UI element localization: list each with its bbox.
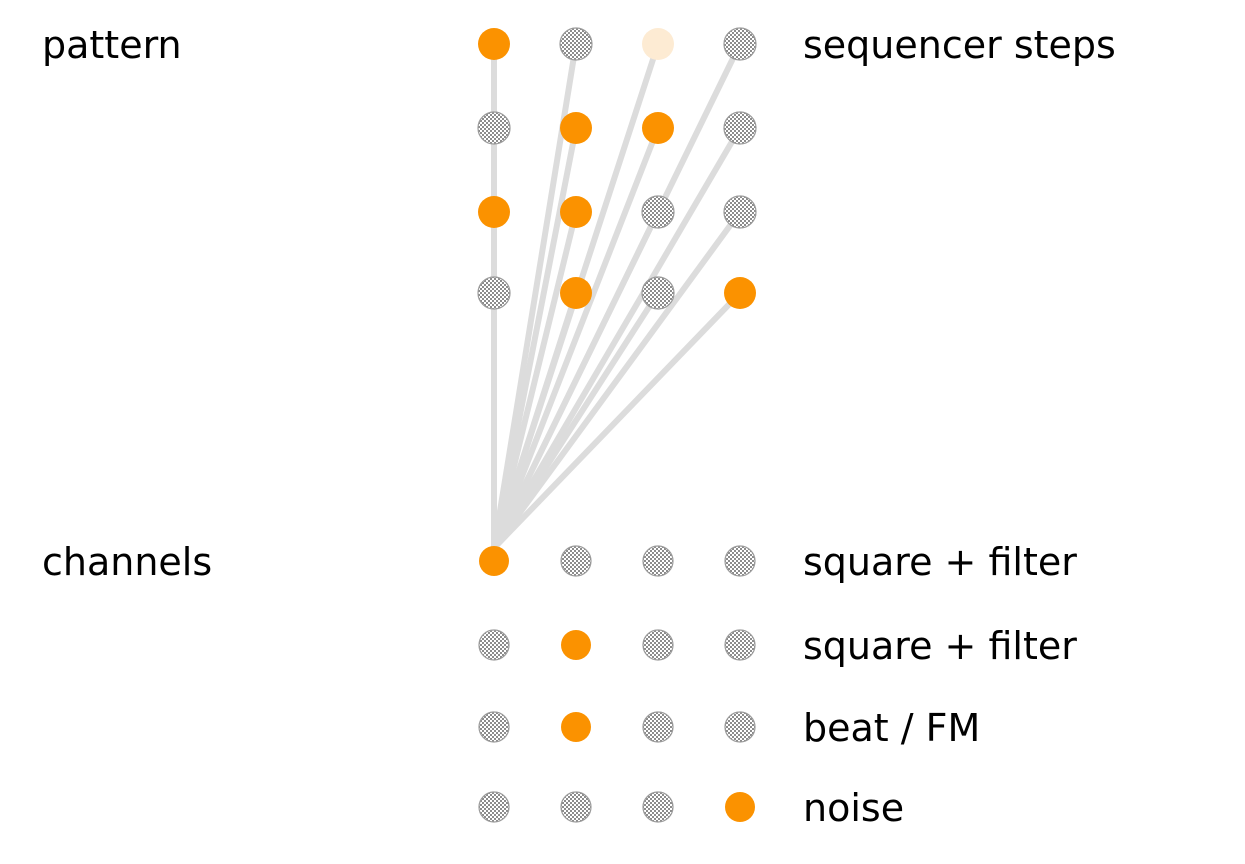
pattern-step-r3-c1[interactable] — [478, 196, 510, 228]
pattern-step-r1-c3[interactable] — [642, 28, 674, 60]
edge-pattern-to-channel — [491, 211, 579, 549]
pattern-step-r2-c3[interactable] — [642, 112, 674, 144]
channel-slot-r2-c1[interactable] — [478, 629, 510, 661]
pattern-step-r2-c4[interactable] — [723, 111, 757, 145]
channel-slot-r4-c2[interactable] — [560, 791, 592, 823]
pattern-right-label: sequencer steps — [803, 23, 1116, 67]
channel-slot-r1-c2[interactable] — [560, 545, 592, 577]
edge-pattern-to-channel — [491, 292, 579, 549]
channel-slot-r3-c3[interactable] — [642, 711, 674, 743]
edge-pattern-to-channel — [491, 290, 743, 551]
channel-slot-r2-c2[interactable] — [561, 630, 591, 660]
channel-label-1: square + filter — [803, 540, 1077, 584]
pattern-step-r4-c1[interactable] — [477, 276, 511, 310]
channel-slot-r4-c3[interactable] — [642, 791, 674, 823]
channel-slot-r3-c1[interactable] — [478, 711, 510, 743]
channel-label-2: square + filter — [803, 624, 1077, 668]
pattern-step-r2-c2[interactable] — [560, 112, 592, 144]
channel-slot-r4-c1[interactable] — [478, 791, 510, 823]
channel-slot-r1-c3[interactable] — [642, 545, 674, 577]
pattern-step-r1-c2[interactable] — [559, 27, 593, 61]
channel-slot-r3-c2[interactable] — [561, 712, 591, 742]
edge-pattern-to-channel — [491, 210, 661, 550]
pattern-step-r2-c1[interactable] — [477, 111, 511, 145]
edge-pattern-to-channel — [491, 291, 661, 550]
pattern-step-r4-c2[interactable] — [560, 277, 592, 309]
pattern-step-r1-c1[interactable] — [478, 28, 510, 60]
group-label-channels: channels — [42, 540, 213, 584]
pattern-step-r3-c2[interactable] — [560, 196, 592, 228]
channel-slot-r3-c4[interactable] — [724, 711, 756, 743]
group-label-pattern: pattern — [42, 23, 182, 67]
channel-label-3: beat / FM — [803, 706, 981, 750]
channel-slot-r2-c4[interactable] — [724, 629, 756, 661]
edge-pattern-to-channel — [491, 126, 661, 550]
edge-pattern-to-channel — [491, 210, 743, 550]
edge-pattern-to-channel — [491, 126, 743, 550]
edge-group — [491, 42, 743, 551]
pattern-step-r4-c4[interactable] — [724, 277, 756, 309]
pattern-step-r3-c3[interactable] — [641, 195, 675, 229]
node-group — [477, 27, 757, 823]
edge-pattern-to-channel — [491, 127, 579, 549]
channel-label-4: noise — [803, 786, 905, 830]
channel-slot-r2-c3[interactable] — [642, 629, 674, 661]
pattern-step-r1-c4[interactable] — [723, 27, 757, 61]
channel-slot-r1-c1[interactable] — [479, 546, 509, 576]
channel-slot-r1-c4[interactable] — [724, 545, 756, 577]
pattern-step-r4-c3[interactable] — [641, 276, 675, 310]
pattern-step-r3-c4[interactable] — [723, 195, 757, 229]
channel-slot-r4-c4[interactable] — [725, 792, 755, 822]
